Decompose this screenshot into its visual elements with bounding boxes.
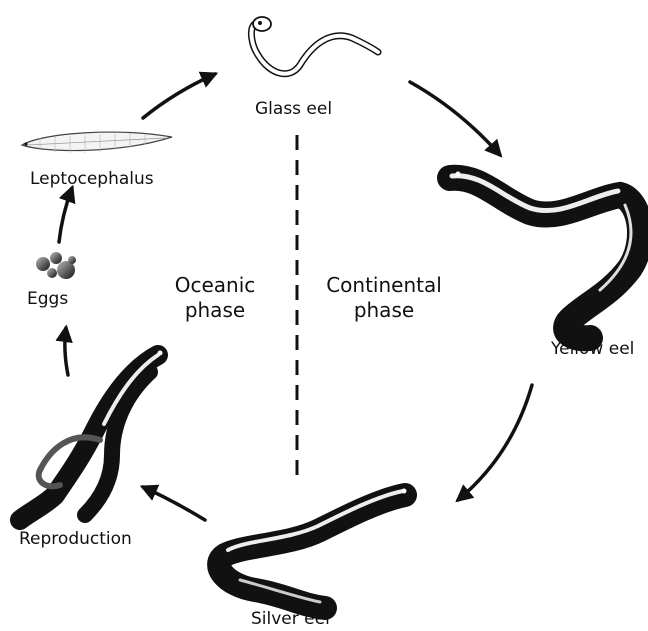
label-silver-eel: Silver eel [251, 610, 330, 629]
oceanic-phase-line1: Oceanic [160, 273, 270, 298]
oceanic-phase-line2: phase [160, 298, 270, 323]
oceanic-phase-label: Oceanic phase [160, 273, 270, 323]
eggs-illustration [36, 252, 76, 279]
reproduction-illustration [20, 351, 163, 521]
continental-phase-line1: Continental [318, 273, 450, 298]
label-yellow-eel: Yellow eel [551, 340, 634, 359]
label-eggs: Eggs [27, 290, 68, 309]
arrow-eggs-to-leptocephalus [59, 188, 72, 242]
yellow-eel-illustration [450, 172, 640, 339]
arrow-reproduction-to-eggs [65, 328, 68, 375]
continental-phase-label: Continental phase [318, 273, 450, 323]
arrow-glass-eel-to-yellow-eel [410, 82, 500, 155]
leptocephalus-illustration [22, 132, 172, 153]
arrow-leptocephalus-to-glass-eel [143, 74, 215, 118]
arrow-silver-eel-to-reproduction [143, 487, 205, 520]
label-leptocephalus: Leptocephalus [30, 170, 154, 189]
arrow-yellow-eel-to-silver-eel [458, 385, 532, 500]
continental-phase-line2: phase [318, 298, 450, 323]
silver-eel-illustration [219, 489, 406, 609]
label-glass-eel: Glass eel [255, 100, 332, 119]
label-reproduction: Reproduction [19, 530, 132, 549]
glass-eel-illustration [251, 17, 378, 74]
